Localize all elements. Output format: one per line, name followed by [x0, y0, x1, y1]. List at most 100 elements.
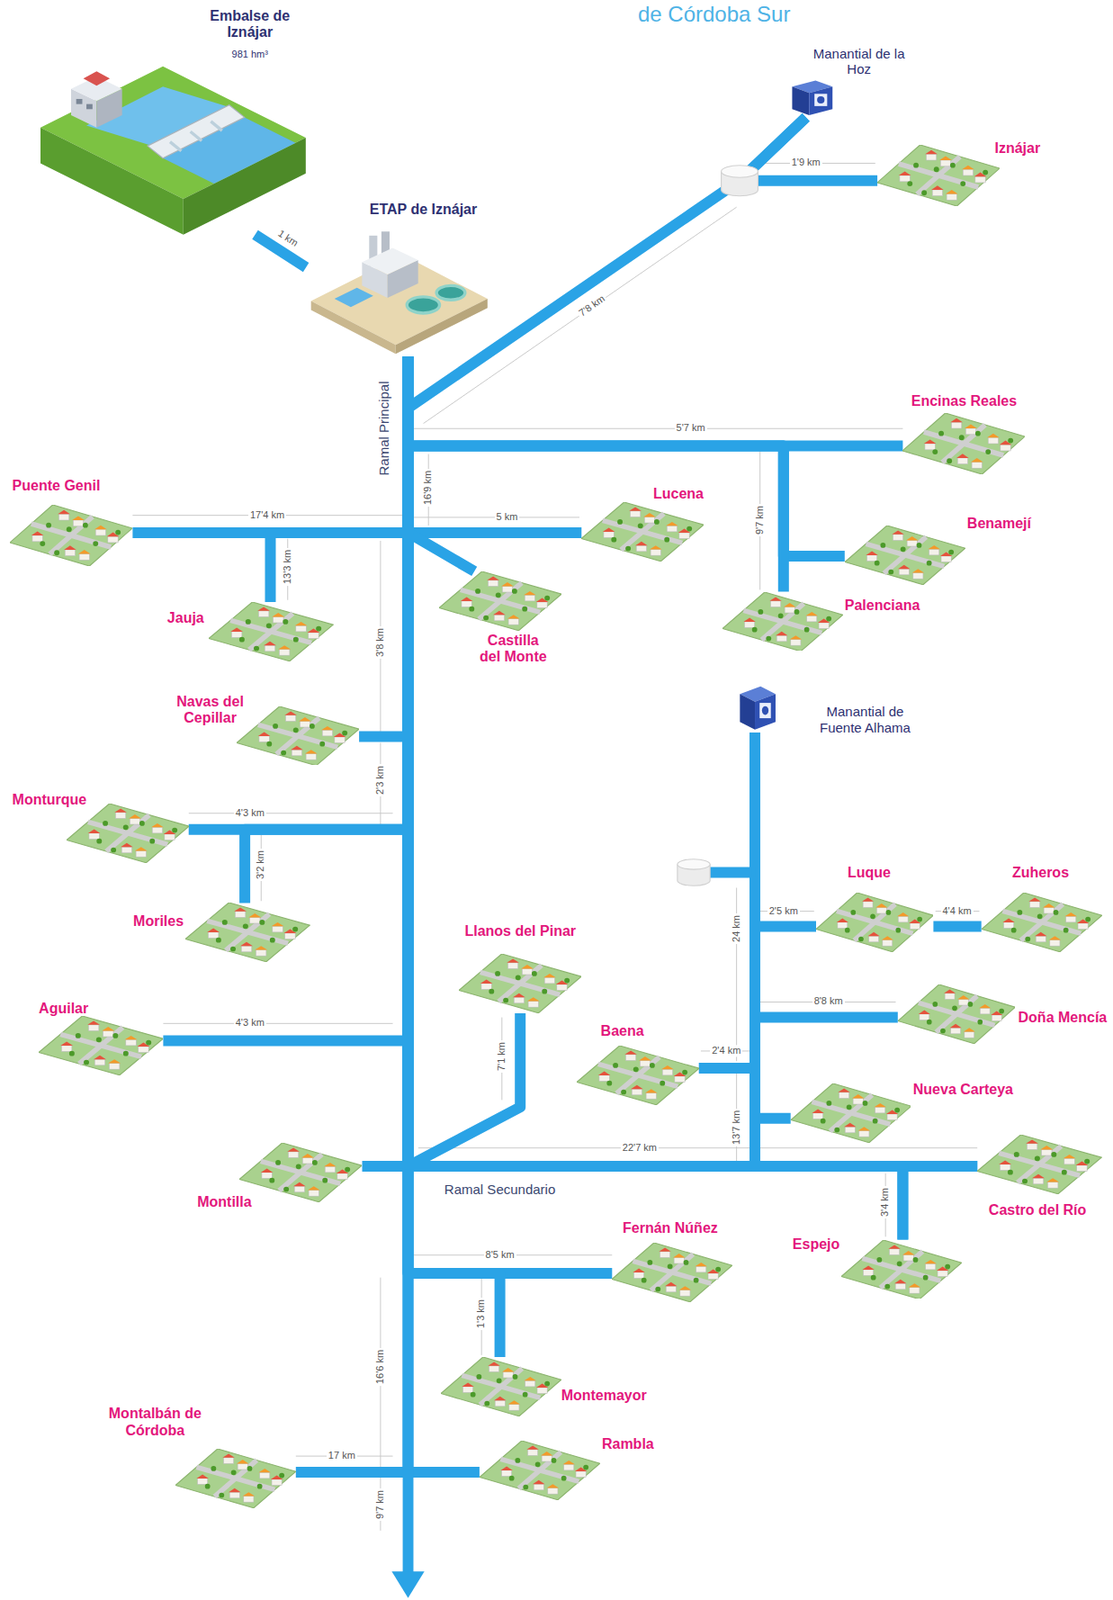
drawing-circle	[470, 1391, 476, 1398]
drawing-polygon	[60, 1041, 73, 1046]
drawing-svg	[783, 76, 837, 117]
drawing-circle	[1061, 1169, 1068, 1176]
drawing-polygon	[114, 808, 127, 813]
drawing-circle	[939, 430, 945, 437]
drawing-polygon	[888, 1244, 901, 1248]
drawing-path	[862, 1250, 942, 1288]
drawing-polyline	[408, 357, 904, 1240]
drawing-rect	[962, 169, 973, 176]
drawing-polygon	[93, 1055, 107, 1060]
drawing-circle	[276, 1159, 282, 1166]
drawing-circle	[915, 542, 922, 548]
drawing-path	[836, 904, 914, 942]
drawing-rect	[966, 428, 977, 435]
spring-node: Manantial de Fuente Alhama	[732, 681, 780, 733]
drawing-polygon	[665, 521, 679, 526]
drawing-circle	[649, 1062, 656, 1069]
drawing-polygon	[334, 287, 374, 308]
drawing-svg	[305, 198, 490, 358]
drawing-circle	[583, 1464, 589, 1471]
drawing-polygon	[906, 536, 918, 540]
drawing-polygon	[120, 843, 134, 847]
branch-name: Ramal Secundario	[442, 1181, 557, 1198]
drawing-circle	[913, 1256, 919, 1263]
drawing-rect	[1000, 1164, 1012, 1171]
drawing-polygon	[151, 823, 164, 827]
distance-label: 3'4 km	[879, 1185, 892, 1219]
drawing-rect	[636, 545, 647, 552]
drawing-polygon	[924, 1259, 937, 1264]
drawing-polygon	[1042, 903, 1055, 907]
drawing-polygon	[957, 454, 970, 459]
distance-label: 4'3 km	[233, 1017, 267, 1030]
drawing-circle	[933, 166, 940, 172]
drawing-svg	[841, 1239, 962, 1300]
drawing-polygon	[66, 803, 189, 863]
drawing-rect	[73, 520, 84, 527]
place-name: Espejo	[792, 1236, 840, 1253]
water-pipe	[754, 732, 817, 926]
drawing-polygon	[101, 1026, 115, 1031]
distance-label: 8'5 km	[484, 1248, 517, 1261]
drawing-rect	[909, 923, 920, 930]
drawing-circle	[1011, 927, 1017, 934]
drawing-rect	[487, 580, 498, 587]
drawing-polygon	[38, 1015, 163, 1076]
drawing-circle	[625, 545, 631, 551]
place-name: Zuheros	[1012, 864, 1069, 881]
drawing-circle	[895, 927, 901, 934]
drawing-svg	[722, 592, 844, 652]
drawing-polygon	[789, 635, 801, 639]
drawing-circle	[515, 975, 521, 981]
drawing-circle	[686, 526, 692, 532]
drawing-polygon	[239, 1142, 362, 1203]
drawing-circle	[916, 916, 923, 923]
drawing-rect	[940, 160, 951, 167]
drawing-rect	[103, 1031, 115, 1038]
drawing-circle	[280, 749, 287, 755]
drawing-circle	[535, 1461, 541, 1467]
drawing-polygon	[83, 71, 110, 86]
drawing-rect	[86, 104, 93, 110]
drawing-polygon	[486, 575, 500, 580]
drawing-svg	[236, 706, 360, 766]
dimension-line	[132, 162, 979, 1530]
drawing-circle	[468, 606, 475, 612]
town-node: Castilla del Monte	[439, 571, 562, 631]
drawing-svg	[208, 601, 333, 662]
water-pipe	[408, 357, 501, 1357]
town-node: Benamejí	[844, 525, 966, 585]
distance-label: 7'8 km	[574, 291, 609, 320]
drawing-polygon	[739, 694, 755, 731]
drawing-polygon	[125, 1035, 138, 1040]
drawing-circle	[284, 1186, 290, 1193]
drawing-circle	[950, 162, 956, 169]
drawing-circle	[654, 519, 660, 525]
drawing-polygon	[87, 1021, 100, 1025]
drawing-rect	[852, 1098, 863, 1105]
flow-arrowhead	[391, 1570, 424, 1598]
drawing-polygon	[861, 897, 874, 902]
town-node: Espejo	[841, 1239, 962, 1300]
drawing-rect	[898, 568, 909, 575]
drawing-polygon	[1048, 935, 1060, 940]
drawing-rect	[909, 1286, 920, 1293]
drawing-rect	[866, 555, 877, 562]
drawing-rect	[527, 1449, 538, 1456]
water-pipe	[933, 925, 981, 927]
drawing-circle	[906, 180, 913, 187]
drawing-polygon	[1064, 912, 1077, 916]
drawing-rect	[1035, 935, 1046, 943]
drawing-circle	[1014, 1151, 1020, 1158]
drawing-circle	[757, 609, 763, 615]
drawing-path	[480, 965, 560, 1003]
place-name: Rambla	[601, 1436, 655, 1453]
town-node: Zuheros	[981, 892, 1103, 952]
drawing-circle	[647, 1259, 654, 1266]
drawing-rect	[1077, 1165, 1088, 1172]
drawing-circle	[550, 1457, 557, 1464]
drawing-rect	[295, 1185, 306, 1193]
drawing-circle	[1052, 909, 1059, 916]
drawing-rect	[975, 176, 986, 183]
drawing-path	[898, 156, 979, 195]
